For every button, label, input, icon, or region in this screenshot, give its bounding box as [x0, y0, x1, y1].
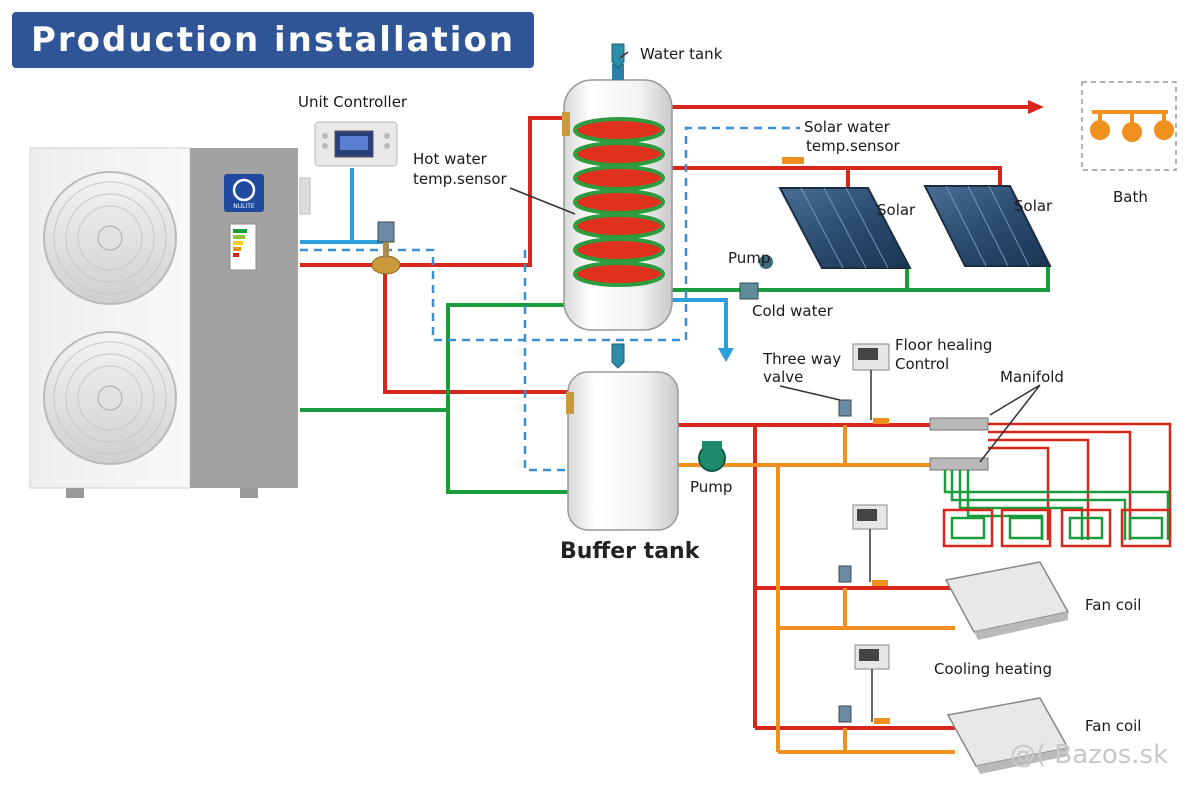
- three-way-valve-floor: [838, 399, 889, 424]
- fan-coil-2: [946, 697, 1070, 774]
- label-water-tank: Water tank: [640, 45, 723, 63]
- buffer-pump-icon: [698, 441, 726, 472]
- orange-return-pipes: [678, 425, 985, 754]
- label-hot-water-sensor-1: Hot water: [413, 150, 487, 168]
- page-title: Production installation: [12, 12, 534, 68]
- floor-heating-control-icon: [852, 343, 890, 420]
- label-floor-heating-1: Floor healing: [895, 336, 993, 354]
- solar-pump-icon: [739, 255, 773, 300]
- label-manifold: Manifold: [1000, 368, 1064, 386]
- watermark: @( Bazos.sk: [1010, 740, 1169, 770]
- solar-sensor-icon: [782, 157, 804, 164]
- label-unit-controller: Unit Controller: [298, 93, 408, 111]
- unit-controller: [314, 121, 398, 167]
- signal-dashed-lines: [300, 126, 800, 472]
- label-three-way-1: Three way: [763, 350, 842, 368]
- label-fan-coil-2: Fan coil: [1085, 717, 1142, 735]
- solar-panel-1: [778, 187, 912, 269]
- buffer-expansion-vessel-icon: [611, 343, 625, 369]
- fan-grille-top: [43, 171, 177, 305]
- bath-outlets: [1081, 81, 1177, 171]
- floor-heating-loops: [942, 422, 1172, 548]
- solar-panel-2: [923, 185, 1052, 267]
- cold-water-arrow: [718, 348, 734, 362]
- label-solar-sensor-1: Solar water: [804, 118, 890, 136]
- label-floor-heating-2: Control: [895, 355, 950, 373]
- fan-coil-control-1-icon: [838, 504, 888, 586]
- label-cooling-heating: Cooling heating: [934, 660, 1052, 678]
- fan-grille-bottom: [43, 331, 177, 465]
- label-buffer-tank: Buffer tank: [560, 539, 700, 564]
- red-supply-pipes: [300, 105, 1040, 730]
- label-cold-water: Cold water: [752, 302, 833, 320]
- fan-coil-control-2-icon: [838, 644, 890, 724]
- water-tank: [562, 43, 673, 331]
- label-solar-2: Solar: [1014, 197, 1053, 215]
- label-fan-coil-1: Fan coil: [1085, 596, 1142, 614]
- label-pump-buffer: Pump: [690, 478, 733, 496]
- label-hot-water-sensor-2: temp.sensor: [413, 170, 507, 188]
- label-pump-solar: Pump: [728, 249, 771, 267]
- bath-flow-arrow: [1028, 100, 1044, 114]
- label-solar-1: Solar: [877, 201, 916, 219]
- brand-logo-icon: [224, 174, 264, 212]
- fan-coil-1: [944, 561, 1070, 640]
- heat-pump-unit: NULITE: [29, 147, 311, 498]
- pointer-lines: [509, 51, 841, 401]
- manifold: [929, 417, 989, 471]
- three-way-valve-main: [371, 221, 401, 275]
- label-three-way-2: valve: [763, 368, 804, 386]
- label-bath: Bath: [1113, 188, 1148, 206]
- label-solar-sensor-2: temp.sensor: [806, 137, 900, 155]
- brand-label: NULITE: [233, 203, 255, 210]
- expansion-vessel-icon: [611, 43, 625, 69]
- heating-coil: [573, 117, 665, 287]
- buffer-tank: [566, 343, 679, 531]
